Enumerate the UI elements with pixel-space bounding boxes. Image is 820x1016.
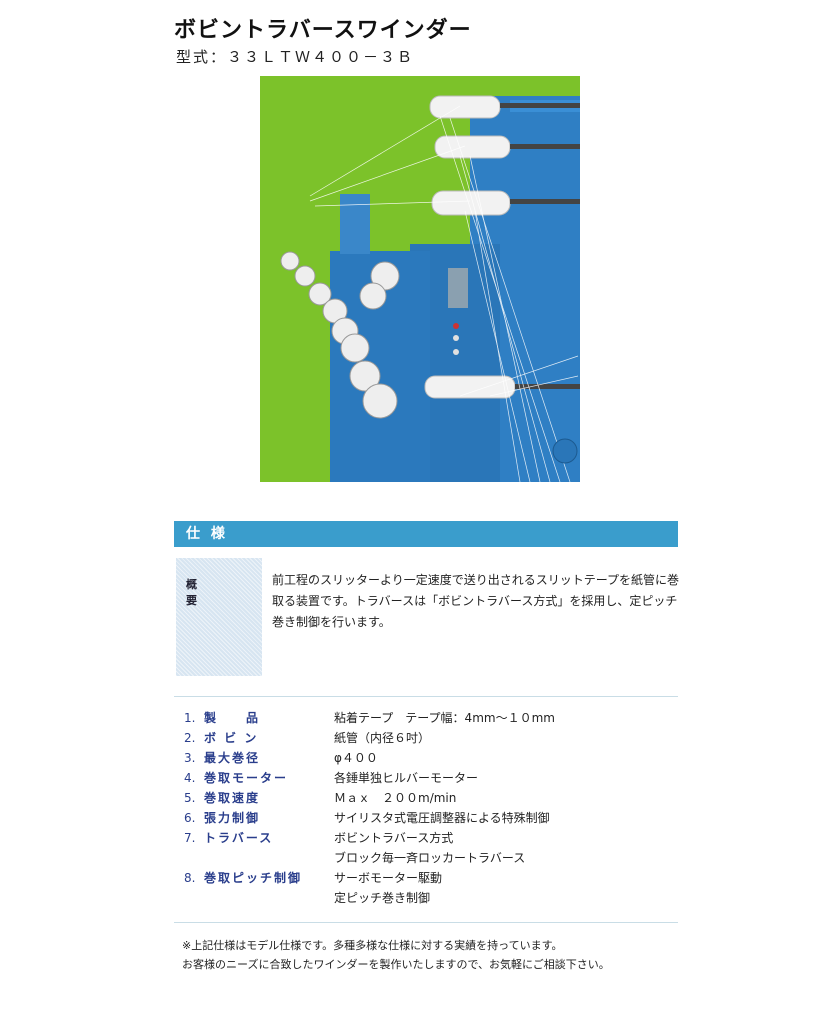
spec-row: 5. 巻取速度 Ｍａｘ ２００m/min: [184, 788, 678, 808]
footer-note-line: お客様のニーズに合致したワインダーを製作いたしますので、お気軽にご相談下さい。: [182, 958, 610, 971]
spec-row: 8. 巻取ピッチ制御 サーボモーター駆動 定ピッチ巻き制御: [184, 868, 678, 908]
spec-number: 4.: [184, 771, 196, 785]
machine-photo: [260, 76, 580, 482]
spec-number: 5.: [184, 791, 196, 805]
spec-value: Ｍａｘ ２００m/min: [334, 791, 457, 805]
spec-value: ボビントラバース方式: [334, 831, 454, 845]
spec-label: 巻取速度: [204, 791, 261, 805]
model-number: 型式：３３ＬＴＷ４００－３Ｂ: [176, 48, 415, 66]
spec-value: 定ピッチ巻き制御: [334, 891, 431, 905]
spec-row: 4. 巻取モーター 各錘単独ヒルバーモーター: [184, 768, 678, 788]
spec-number: 1.: [184, 711, 196, 725]
spec-value: 粘着テープ テープ幅：4mm〜１０mm: [334, 711, 555, 725]
spec-section-heading: 仕 様: [174, 521, 678, 547]
spec-value: サイリスタ式電圧調整器による特殊制御: [334, 811, 550, 825]
spec-value: 紙管（内径６吋）: [334, 731, 431, 745]
spec-value: φ４００: [334, 751, 378, 765]
spec-number: 8.: [184, 871, 196, 885]
spec-row: 1. 製 品 粘着テープ テープ幅：4mm〜１０mm: [184, 708, 678, 728]
spec-label: トラバース: [204, 831, 274, 845]
spec-value: ブロック毎一斉ロッカートラバース: [334, 851, 526, 865]
machine-illustration: [260, 76, 580, 482]
spec-number: 3.: [184, 751, 196, 765]
spec-row: 2. ボ ビ ン 紙管（内径６吋）: [184, 728, 678, 748]
spec-label: ボ ビ ン: [204, 731, 259, 745]
spec-list: 1. 製 品 粘着テープ テープ幅：4mm〜１０mm 2. ボ ビ ン 紙管（内…: [184, 708, 678, 908]
footer-note-line: ※上記仕様はモデル仕様です。多種多様な仕様に対する実績を持っています。: [182, 939, 563, 952]
spec-label: 巻取モーター: [204, 771, 289, 785]
overview-text: 前工程のスリッターより一定速度で送り出されるスリットテープを紙管に巻取る装置です…: [272, 573, 680, 629]
overview-label-text: 概要: [186, 578, 227, 607]
spec-row: 6. 張力制御 サイリスタ式電圧調整器による特殊制御: [184, 808, 678, 828]
spec-label: 製 品: [204, 711, 261, 725]
spec-number: 7.: [184, 831, 196, 845]
footer-note: ※上記仕様はモデル仕様です。多種多様な仕様に対する実績を持っています。 お客様の…: [182, 936, 610, 974]
overview-label: 概要: [176, 558, 262, 676]
spec-value: 各錘単独ヒルバーモーター: [334, 771, 479, 785]
spec-value: サーボモーター駆動: [334, 871, 443, 885]
page-title: ボビントラバースワインダー: [174, 18, 472, 43]
spec-row: 7. トラバース ボビントラバース方式 ブロック毎一斉ロッカートラバース: [184, 828, 678, 868]
spec-label: 張力制御: [204, 811, 261, 825]
spec-row: 3. 最大巻径 φ４００: [184, 748, 678, 768]
spec-number: 6.: [184, 811, 196, 825]
spec-number: 2.: [184, 731, 196, 745]
divider: [174, 922, 678, 923]
spec-label: 最大巻径: [204, 751, 261, 765]
spec-label: 巻取ピッチ制御: [204, 871, 303, 885]
divider: [174, 696, 678, 697]
